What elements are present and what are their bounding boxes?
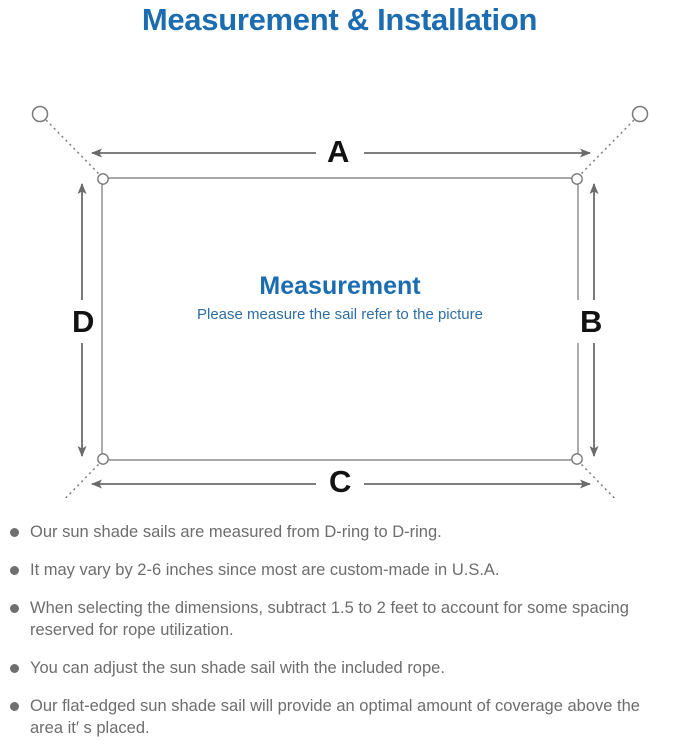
note-text: It may vary by 2-6 inches since most are… <box>30 561 500 579</box>
rope-top-right <box>579 119 635 176</box>
sail-center-subtitle: Please measure the sail refer to the pic… <box>197 306 483 323</box>
sail-center-caption: Measurement Please measure the sail refe… <box>102 270 578 326</box>
dimension-label-b: B <box>576 300 607 343</box>
d-ring-bottom-right <box>571 453 583 465</box>
page-title: Measurement & Installation <box>141 2 538 37</box>
rope-top-left <box>45 119 101 176</box>
list-item: Our sun shade sails are measured from D-… <box>10 521 665 543</box>
d-ring-top-right <box>571 173 583 185</box>
list-item: When selecting the dimensions, subtract … <box>10 597 665 641</box>
bullet-icon <box>10 702 19 711</box>
d-ring-bottom-left <box>97 453 109 465</box>
dimension-label-c: C <box>320 466 361 497</box>
note-text: Our sun shade sails are measured from D-… <box>30 523 442 541</box>
rope-bottom-right <box>579 462 616 498</box>
sail-center-title: Measurement <box>259 272 421 300</box>
list-item: You can adjust the sun shade sail with t… <box>10 657 665 679</box>
notes-list: Our sun shade sails are measured from D-… <box>0 521 679 755</box>
dimension-label-a: A <box>318 136 359 167</box>
note-text: You can adjust the sun shade sail with t… <box>30 659 445 677</box>
measurement-diagram: A B C D Measurement Please measure the s… <box>0 38 679 498</box>
anchor-ring-top-left <box>31 105 49 123</box>
note-text: Our flat-edged sun shade sail will provi… <box>30 697 640 737</box>
bullet-icon <box>10 528 19 537</box>
bullet-icon <box>10 664 19 673</box>
rope-bottom-left <box>64 462 101 498</box>
list-item: Our flat-edged sun shade sail will provi… <box>10 695 665 739</box>
anchor-ring-top-right <box>631 105 649 123</box>
note-text: When selecting the dimensions, subtract … <box>30 599 629 639</box>
bullet-icon <box>10 604 19 613</box>
dimension-label-d: D <box>68 300 99 343</box>
d-ring-top-left <box>97 173 109 185</box>
list-item: It may vary by 2-6 inches since most are… <box>10 559 665 581</box>
bullet-icon <box>10 566 19 575</box>
diagram-canvas <box>31 105 649 498</box>
